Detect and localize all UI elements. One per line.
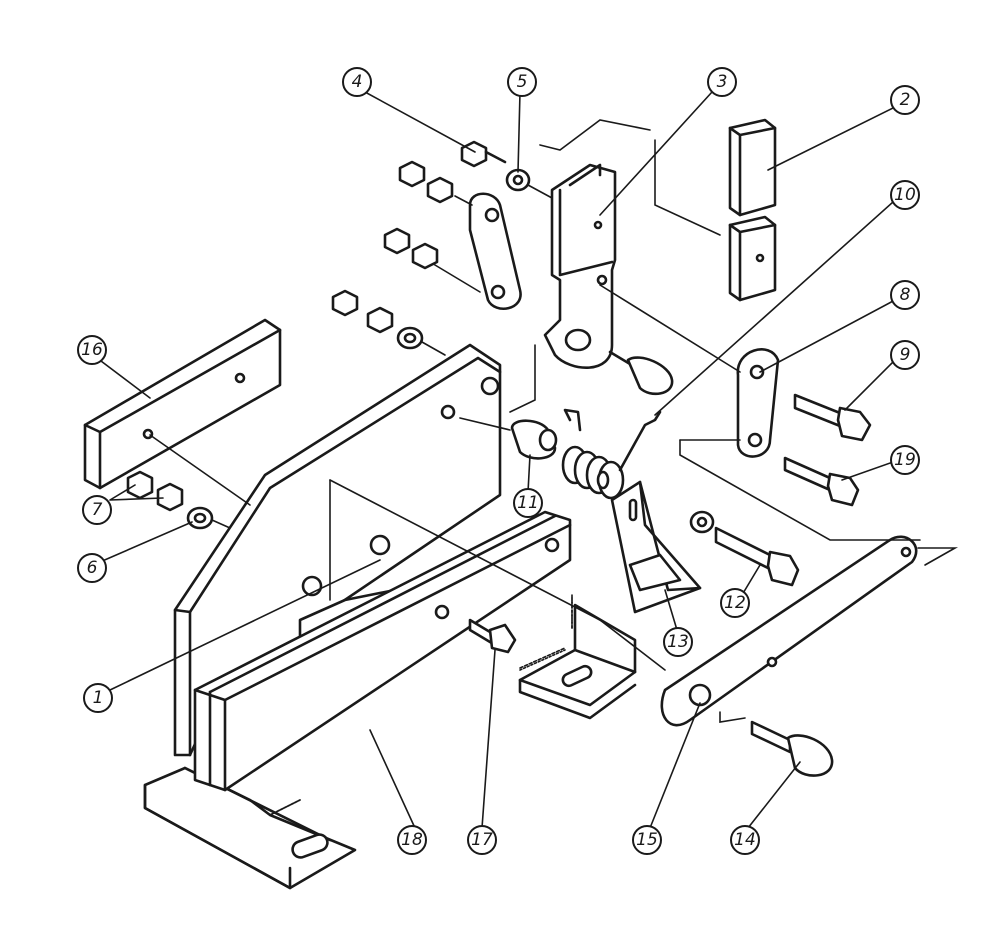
callout-6: 6 (77, 553, 107, 583)
callout-4: 4 (342, 67, 372, 97)
svg-text:13: 13 (667, 632, 689, 652)
handle-bar-15 (660, 535, 959, 727)
callout-8: 8 (890, 280, 920, 310)
bolt-12 (689, 510, 800, 587)
svg-text:8: 8 (900, 285, 911, 305)
callout-17: 17 (467, 825, 497, 855)
callout-16: 16 (77, 335, 107, 365)
callout-13: 13 (663, 627, 693, 657)
blade-bar (193, 510, 572, 792)
blade-16 (83, 318, 282, 490)
bolt-17 (468, 618, 517, 654)
svg-text:18: 18 (401, 830, 423, 850)
assembly-lines (149, 344, 921, 671)
callout-3: 3 (707, 67, 737, 97)
svg-text:14: 14 (734, 830, 756, 850)
svg-text:1: 1 (93, 688, 104, 708)
cam-blocks-2 (654, 118, 777, 302)
callout-5: 5 (507, 67, 537, 97)
svg-text:19: 19 (894, 450, 916, 470)
svg-text:15: 15 (636, 830, 658, 850)
callout-1: 1 (83, 683, 113, 713)
callout-19: 19 (890, 445, 920, 475)
spacer-11 (459, 417, 558, 460)
bolt-19 (783, 456, 860, 507)
link-plate-upper (429, 192, 522, 310)
svg-text:16: 16 (81, 340, 103, 360)
cam-lever-3 (539, 119, 651, 369)
callout-7: 7 (82, 495, 112, 525)
callout-11: 11 (513, 488, 543, 518)
callout-18: 18 (397, 825, 427, 855)
nuts-washers-left (126, 470, 231, 530)
bolt-4 (460, 140, 553, 199)
callout-14: 14 (730, 825, 760, 855)
svg-text:2: 2 (900, 90, 911, 110)
svg-text:17: 17 (471, 830, 493, 850)
nuts-upper (331, 160, 454, 356)
callout-9: 9 (890, 340, 920, 370)
bolt-9 (793, 393, 872, 442)
link-plate-8 (599, 284, 780, 458)
bracket-13 (610, 480, 702, 614)
svg-text:12: 12 (724, 593, 746, 613)
callouts: 1 2 3 4 5 6 7 8 9 10 11 12 13 14 15 16 1… (77, 67, 920, 855)
svg-text:3: 3 (717, 72, 728, 92)
svg-text:7: 7 (92, 500, 103, 520)
svg-text:6: 6 (87, 558, 98, 578)
svg-text:10: 10 (894, 185, 916, 205)
svg-text:11: 11 (517, 493, 539, 513)
base-foot-right (518, 594, 637, 720)
callout-2: 2 (890, 85, 920, 115)
svg-text:9: 9 (900, 345, 911, 365)
svg-text:5: 5 (517, 72, 528, 92)
callout-12: 12 (720, 588, 750, 618)
pin-14 (750, 720, 834, 777)
svg-text:4: 4 (352, 72, 363, 92)
callout-leaders (96, 91, 896, 829)
callout-15: 15 (632, 825, 662, 855)
pin-3 (608, 350, 674, 396)
base-foot-left (143, 766, 357, 890)
small-springs (269, 597, 573, 816)
spring-10 (561, 408, 662, 500)
callout-10: 10 (890, 180, 920, 210)
